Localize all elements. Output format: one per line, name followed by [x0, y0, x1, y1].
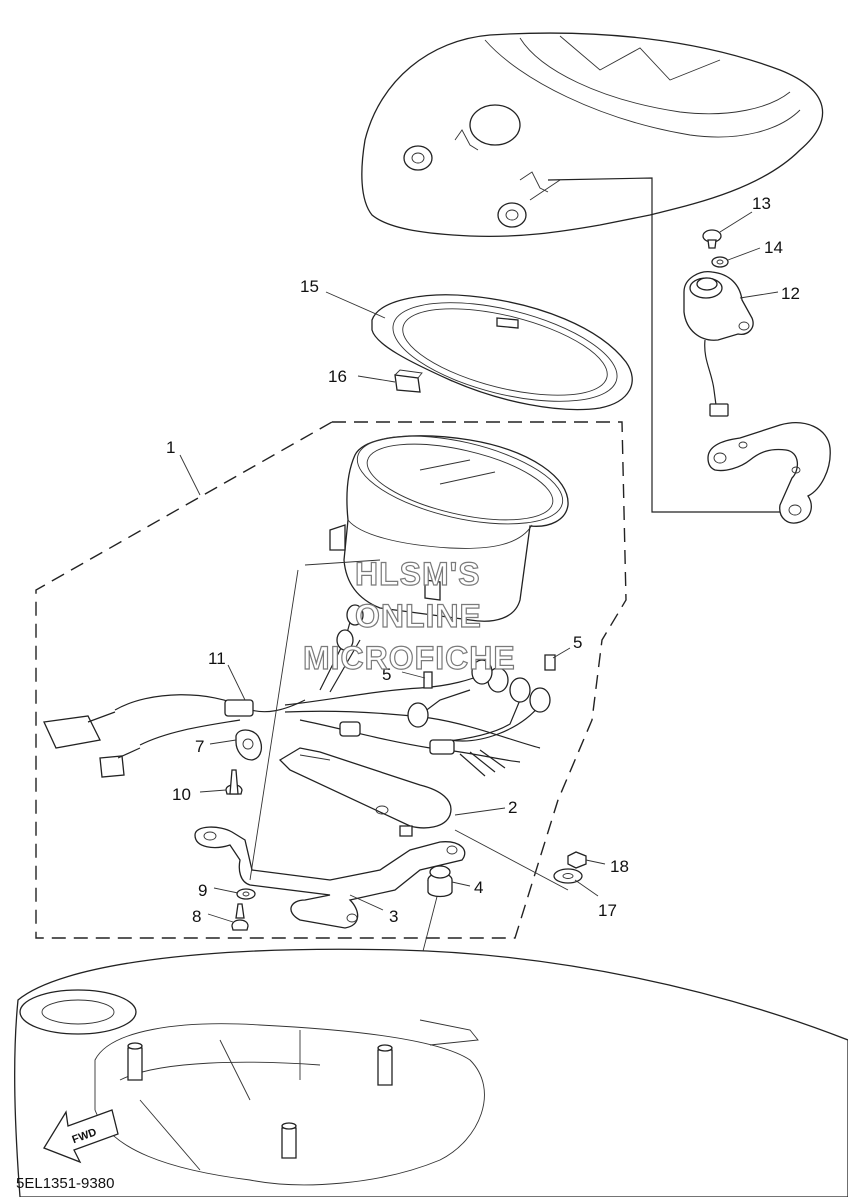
washer-17	[553, 868, 583, 884]
assembly-boundary-1	[35, 421, 627, 939]
callout-3: 3	[389, 907, 398, 926]
watermark: HLSM'S ONLINE MICROFICHE	[302, 555, 516, 676]
grommet-4	[427, 865, 453, 898]
clip-16	[394, 369, 423, 393]
bezel-ring-15	[371, 294, 633, 411]
callout-14: 14	[764, 238, 783, 257]
watermark-line-3: MICROFICHE	[303, 640, 516, 676]
guide-line	[304, 559, 381, 566]
meter-assembly	[329, 435, 569, 622]
guide-line	[249, 569, 299, 881]
callout-13: 13	[752, 194, 771, 213]
screw-10	[225, 769, 243, 795]
top-cover-housing	[361, 32, 824, 238]
wire-harness-11	[43, 604, 556, 778]
clamp-7	[235, 729, 263, 761]
callout-11: 11	[208, 649, 226, 668]
forward-arrow-icon: FWD	[43, 1109, 119, 1164]
callout-4: 4	[474, 878, 483, 897]
nut-18	[567, 851, 587, 869]
guide-line	[454, 829, 569, 891]
switch-12	[683, 271, 754, 417]
callout-10: 10	[172, 785, 191, 804]
reference-line	[547, 177, 790, 513]
callouts: 1 2 3 4 5 5 7 8 9 10 11 12 13 14 15 16 1…	[166, 194, 800, 926]
bolt-8	[231, 903, 249, 931]
callout-2: 2	[508, 798, 517, 817]
callout-8: 8	[192, 907, 201, 926]
callout-7: 7	[195, 737, 204, 756]
watermark-line-2: ONLINE	[355, 598, 482, 634]
stay-3	[194, 826, 466, 929]
callout-5-left: 5	[382, 665, 391, 684]
callout-18: 18	[610, 857, 629, 876]
callout-leaders	[179, 211, 779, 923]
callout-9: 9	[198, 881, 207, 900]
washer-14	[711, 256, 729, 268]
callout-16: 16	[328, 367, 347, 386]
callout-5-right: 5	[573, 633, 582, 652]
callout-1: 1	[166, 438, 175, 457]
plate-2	[278, 747, 452, 837]
callout-12: 12	[781, 284, 800, 303]
diagram-code: 5EL1351-9380	[16, 1175, 114, 1192]
callout-17: 17	[598, 901, 617, 920]
screw-13	[702, 229, 722, 249]
watermark-line-1: HLSM'S	[355, 556, 481, 592]
fuel-tank	[14, 948, 848, 1197]
mounting-bracket	[707, 422, 831, 524]
washer-9	[236, 888, 256, 900]
callout-15: 15	[300, 277, 319, 296]
